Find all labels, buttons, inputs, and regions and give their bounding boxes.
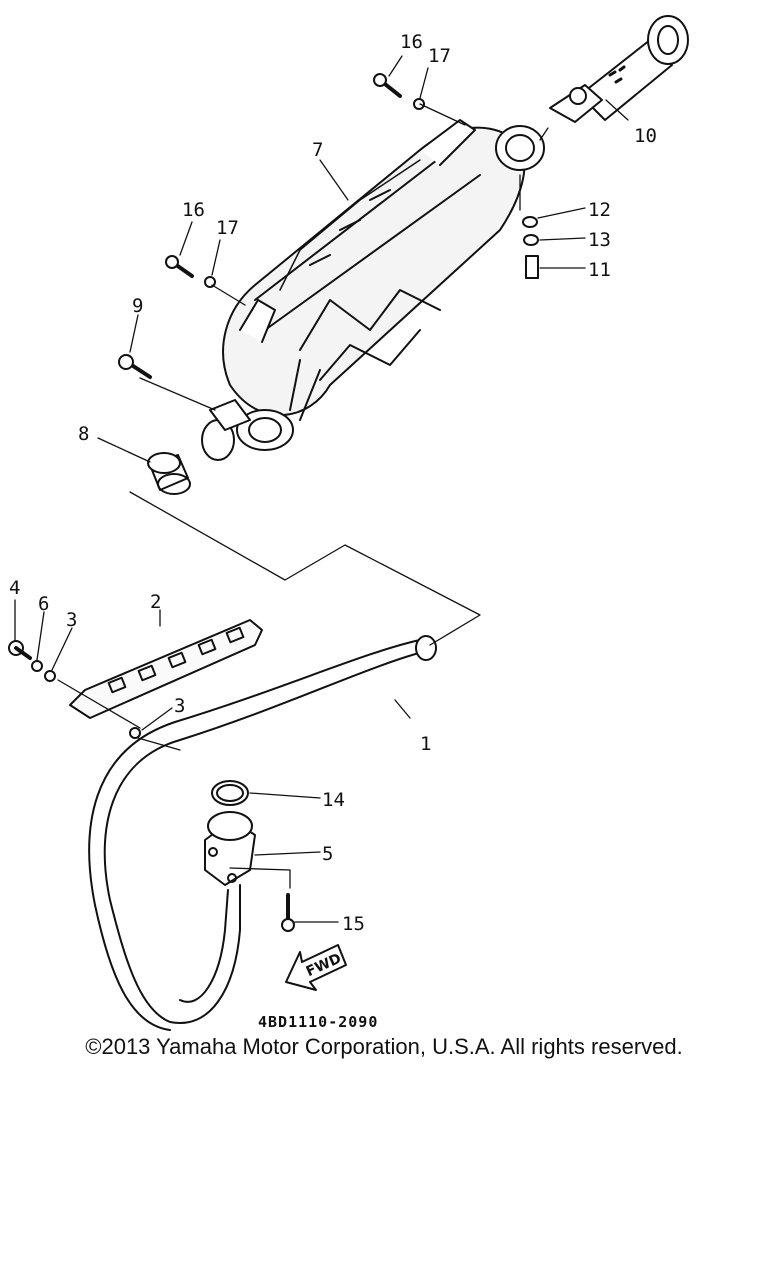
part-14-gasket-ring xyxy=(211,780,249,806)
callout-16: 16 xyxy=(400,31,423,53)
exhaust-parts-diagram: FWD 1 2 3 3 4 5 6 7 8 9 10 11 12 13 14 1… xyxy=(8,15,689,1031)
callout-8: 8 xyxy=(78,423,89,445)
callout-3b: 3 xyxy=(174,695,185,717)
callout-3: 3 xyxy=(66,609,77,631)
part-2-protector xyxy=(69,619,263,719)
callout-16b: 16 xyxy=(182,199,205,221)
callout-17: 17 xyxy=(428,45,451,67)
copyright-notice: ©2013 Yamaha Motor Corporation, U.S.A. A… xyxy=(85,1034,683,1059)
part-10-tail-pipe xyxy=(549,15,689,123)
callout-9: 9 xyxy=(132,295,143,317)
callout-12: 12 xyxy=(588,199,611,221)
part-1-exhaust-pipe xyxy=(88,635,437,1031)
part-8-gasket xyxy=(147,452,191,495)
part-5-flange xyxy=(204,811,256,886)
callout-4: 4 xyxy=(9,577,20,599)
callout-6: 6 xyxy=(38,593,49,615)
part-code: 4BD1110-2090 xyxy=(258,1013,378,1031)
leader-lines xyxy=(14,55,629,923)
callout-11: 11 xyxy=(588,259,611,281)
callout-17b: 17 xyxy=(216,217,239,239)
callout-10: 10 xyxy=(634,125,657,147)
callout-2: 2 xyxy=(150,591,161,613)
callout-1: 1 xyxy=(420,733,431,755)
callout-14: 14 xyxy=(322,789,345,811)
callout-5: 5 xyxy=(322,843,333,865)
callout-15: 15 xyxy=(342,913,365,935)
callout-13: 13 xyxy=(588,229,611,251)
fasteners xyxy=(8,73,539,932)
part-7-muffler xyxy=(201,119,545,461)
fwd-arrow-icon: FWD xyxy=(285,944,347,991)
callout-7: 7 xyxy=(312,139,323,161)
